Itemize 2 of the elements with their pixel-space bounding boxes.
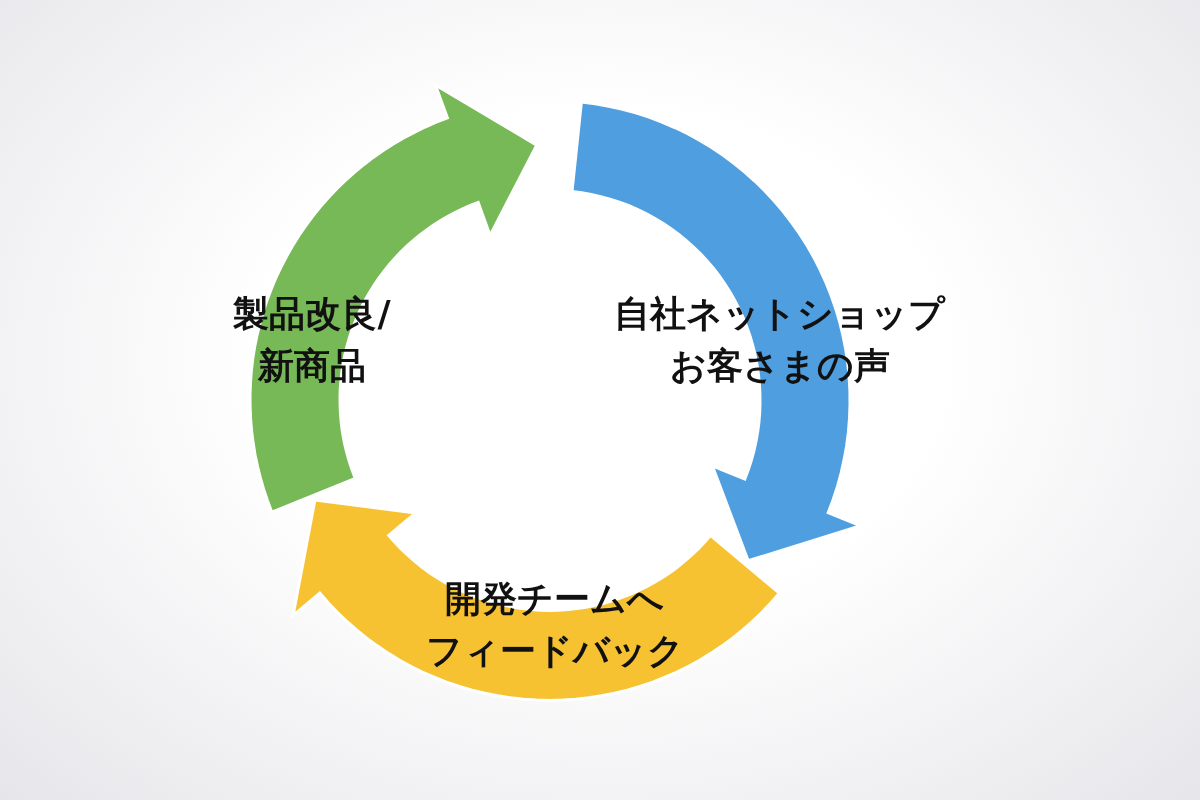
- ring-segment: [293, 499, 780, 700]
- ring-segment: [571, 101, 947, 561]
